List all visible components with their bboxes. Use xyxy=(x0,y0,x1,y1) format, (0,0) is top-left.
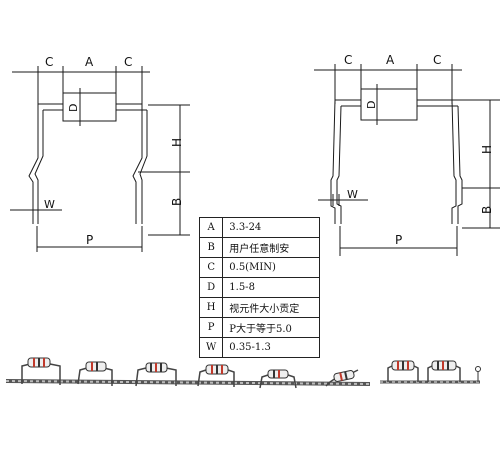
dim-c-right-2: C xyxy=(433,53,441,67)
left-drawing xyxy=(10,66,190,252)
spec-value: 1.5-8 xyxy=(222,277,321,298)
strip-resistor-6 xyxy=(325,369,359,387)
dim-a-right: A xyxy=(386,53,395,67)
strip-resistor-2 xyxy=(77,361,113,386)
dim-d-left: D xyxy=(67,104,80,112)
right-labels: C A C D H B W P xyxy=(344,53,494,247)
strip-resistor-1 xyxy=(21,357,61,385)
spec-key: B xyxy=(198,237,224,258)
spec-key: D xyxy=(198,277,224,298)
spec-key: C xyxy=(198,257,224,278)
dim-h-right: H xyxy=(480,145,494,154)
spec-key: P xyxy=(198,317,224,338)
dim-w-right: W xyxy=(347,188,358,201)
dim-p-left: P xyxy=(86,233,93,247)
right-drawing xyxy=(314,64,500,256)
spec-value: P大于等于5.0 xyxy=(222,317,321,338)
spec-value: 用户任意制安 xyxy=(222,237,321,258)
spec-value: 视元件大小贡定 xyxy=(222,297,321,318)
spec-key: W xyxy=(198,337,224,358)
strip-resistor-7 xyxy=(387,360,419,382)
dim-c-right-1: C xyxy=(344,53,352,67)
strip-resistor-8 xyxy=(427,360,461,382)
spec-key: A xyxy=(198,217,224,238)
dim-a-left: A xyxy=(85,55,94,69)
spec-key: H xyxy=(198,297,224,318)
spec-value: 0.35-1.3 xyxy=(222,337,321,358)
component-strip xyxy=(5,357,481,389)
dim-b-left: B xyxy=(170,198,184,206)
dim-w-left: W xyxy=(44,198,55,211)
dim-h-left: H xyxy=(170,138,184,147)
dim-c-left-1: C xyxy=(45,55,53,69)
strip-resistor-3 xyxy=(135,362,177,387)
dim-b-right: B xyxy=(480,206,494,214)
dim-p-right: P xyxy=(395,233,402,247)
spec-value: 0.5(MIN) xyxy=(222,257,321,278)
dim-c-left-2: C xyxy=(124,55,132,69)
strip-resistor-5 xyxy=(259,369,297,389)
strip-resistor-4 xyxy=(197,364,235,387)
left-labels: C A C D H B W P xyxy=(44,55,184,247)
dim-d-right: D xyxy=(365,101,378,109)
spec-value: 3.3-24 xyxy=(222,217,321,238)
